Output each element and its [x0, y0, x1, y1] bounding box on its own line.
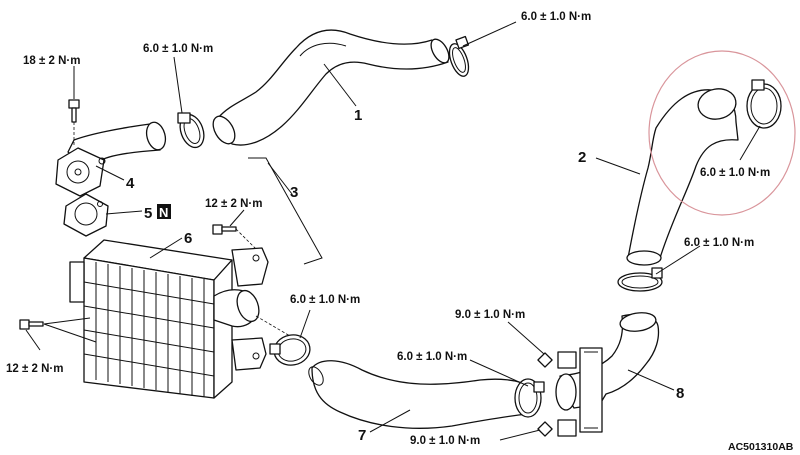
callout-5-badge-box [157, 204, 171, 219]
part-1-intake-hose [212, 29, 450, 146]
clamp-top-right [448, 35, 470, 77]
part-4-pipe-flange [55, 121, 167, 197]
callout-7: 7 [358, 427, 366, 444]
bolt-mid [212, 224, 237, 235]
figure-code: AC501310AB [728, 441, 794, 453]
callout-2: 2 [578, 149, 586, 166]
nut-lower [537, 419, 577, 437]
torque-label-top-right: 6.0 ± 1.0 N·m [521, 11, 591, 23]
torque-label-clamp-mid: 6.0 ± 1.0 N·m [290, 294, 360, 306]
torque-label-right-mid: 6.0 ± 1.0 N·m [684, 237, 754, 249]
clamp-circle [746, 79, 782, 129]
nut-upper [537, 351, 577, 369]
part-5-gasket [63, 193, 109, 237]
bracket-3 [248, 157, 323, 265]
clamp-right-mid [617, 267, 663, 292]
part-7-lower-hose [308, 360, 535, 429]
callout-8: 8 [676, 385, 684, 402]
callout-1: 1 [354, 107, 362, 124]
callout-5-badge: N [159, 205, 168, 220]
torque-label-bolt-mid: 12 ± 2 N·m [205, 198, 262, 210]
torque-label-clamp-lower: 6.0 ± 1.0 N·m [397, 351, 467, 363]
bolt-left [19, 319, 44, 330]
callout-6: 6 [184, 230, 192, 247]
bolt-top-left [68, 99, 80, 123]
callout-3: 3 [290, 184, 298, 201]
leader-lines [25, 21, 761, 441]
torque-label-top-mid: 6.0 ± 1.0 N·m [143, 43, 213, 55]
torque-label-top-left: 18 ± 2 N·m [23, 55, 80, 67]
torque-label-nut-upper: 9.0 ± 1.0 N·m [455, 309, 525, 321]
part-8-outlet-pipe [555, 312, 660, 433]
clamp-top-mid [177, 112, 205, 149]
callout-4: 4 [126, 175, 135, 192]
highlight-circle [648, 50, 796, 216]
clamp-lower [514, 378, 545, 418]
callout-5: 5 [144, 205, 152, 222]
clamp-mid [269, 334, 311, 366]
torque-label-circle: 6.0 ± 1.0 N·m [700, 167, 770, 179]
torque-label-nut-lower: 9.0 ± 1.0 N·m [410, 435, 480, 447]
part-2-hose [626, 88, 739, 266]
torque-label-bolt-left: 12 ± 2 N·m [6, 363, 63, 375]
part-6-intercooler [69, 239, 269, 399]
